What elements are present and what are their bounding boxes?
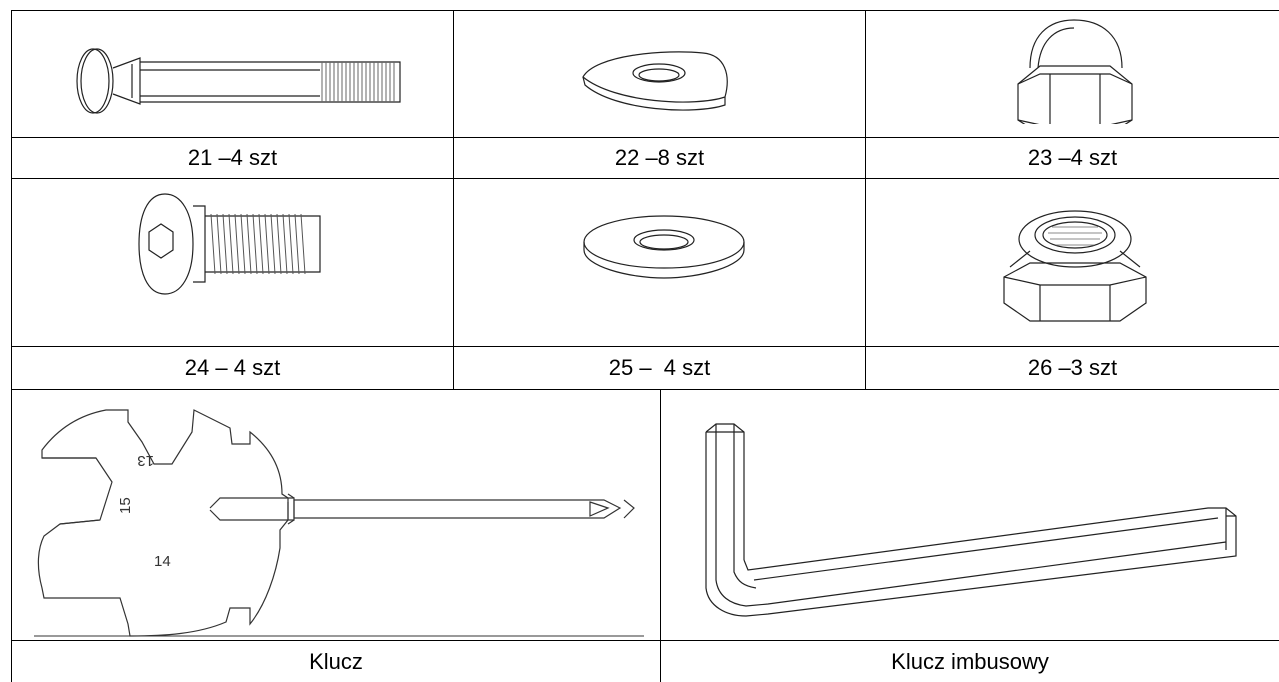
svg-text:15: 15	[117, 497, 134, 514]
part-label: 23 –4 szt	[1027, 145, 1118, 170]
row-divider	[11, 346, 1279, 347]
row-divider	[11, 389, 1279, 390]
hex-key-icon	[688, 420, 1248, 620]
tool-label: Klucz imbusowy	[891, 648, 1049, 674]
carriage-bolt-icon	[70, 40, 410, 122]
tool-label: Klucz	[309, 648, 363, 674]
table-border-top	[11, 10, 1279, 11]
svg-text:13: 13	[137, 452, 154, 469]
lock-nut-icon	[1000, 205, 1150, 327]
curved-washer-icon	[575, 45, 735, 115]
part-label: 21 –4 szt	[187, 145, 278, 170]
cap-nut-icon	[1010, 12, 1140, 136]
button-head-hex-bolt-icon	[135, 188, 325, 300]
part-label: 24 – 4 szt	[184, 355, 281, 380]
column-divider	[865, 10, 866, 389]
svg-text:14: 14	[154, 553, 171, 570]
column-divider	[453, 10, 454, 389]
row-divider	[11, 178, 1279, 179]
part-label: 22 –8 szt	[614, 145, 705, 170]
multi-wrench-icon: 13 15 14	[24, 398, 644, 638]
column-divider	[660, 389, 661, 682]
flat-washer-icon	[578, 212, 750, 282]
row-divider	[11, 137, 1279, 138]
part-label: 26 –3 szt	[1027, 355, 1118, 380]
row-divider	[11, 640, 1279, 641]
part-label: 25 – 4 szt	[608, 355, 711, 380]
